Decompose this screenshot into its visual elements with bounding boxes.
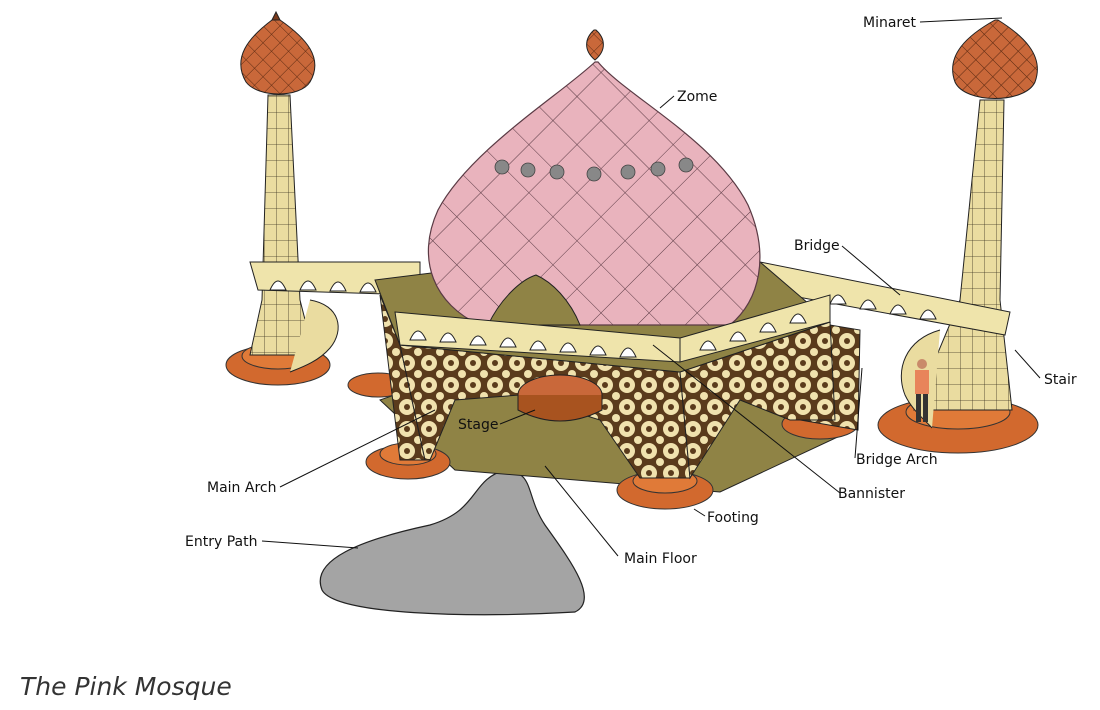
figure-caption: The Pink Mosque [20, 672, 232, 701]
label-bridge: Bridge [794, 238, 840, 254]
label-stage: Stage [458, 417, 498, 433]
label-main-arch: Main Arch [207, 480, 276, 496]
leader-lines [261, 17, 1041, 557]
label-entry-path: Entry Path [185, 534, 257, 550]
label-minaret: Minaret [863, 15, 916, 31]
person-figure [915, 359, 929, 422]
main-arch-body [379, 294, 836, 480]
label-main-floor: Main Floor [624, 551, 697, 567]
label-bridge-arch: Bridge Arch [856, 452, 938, 468]
stage-shape [517, 374, 603, 422]
label-stair: Stair [1044, 372, 1077, 388]
bannister-rail [394, 294, 831, 363]
zome-dome [427, 29, 761, 326]
mosque-diagram: Minaret Zome Bridge Stair Stage Bridge A… [185, 10, 1077, 616]
left-minaret [240, 10, 339, 373]
entry-path-shape [319, 469, 585, 616]
label-bannister: Bannister [838, 486, 905, 502]
label-footing: Footing [707, 510, 759, 526]
label-zome: Zome [677, 89, 717, 105]
